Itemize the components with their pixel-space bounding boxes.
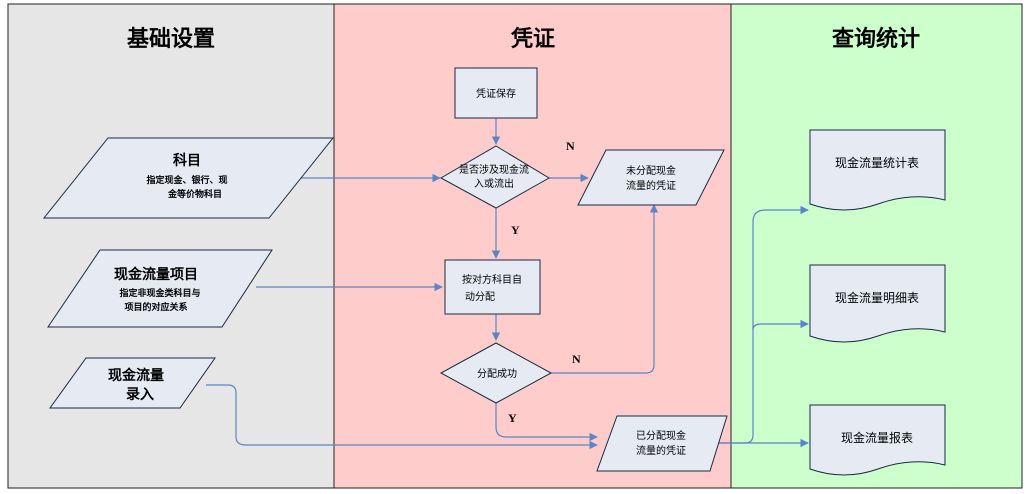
connector-decision2-to-assigned bbox=[495, 403, 598, 442]
lane-title-voucher: 凭证 bbox=[510, 26, 555, 52]
decision-cashflow-involved[interactable]: 是否涉及现金流 入或流出 bbox=[439, 145, 550, 209]
lane-basic-settings bbox=[7, 3, 335, 489]
data-assigned-vouchers[interactable]: 已分配现金 流量的凭证 bbox=[596, 415, 728, 472]
assigned-label-2: 流量的凭证 bbox=[636, 444, 686, 457]
process-auto-assign[interactable]: 按对方科目自 动分配 bbox=[444, 259, 541, 315]
input-cashflow-entry[interactable]: 现金流量 录入 bbox=[49, 357, 216, 409]
input-subject-title: 科目 bbox=[173, 152, 201, 169]
input-subject-desc-2: 金等价物科目 bbox=[167, 188, 222, 200]
process-auto-label-2: 动分配 bbox=[465, 291, 495, 303]
connector-decision2-to-unassigned bbox=[551, 204, 659, 374]
flow-label-n1: N bbox=[566, 139, 575, 153]
input-project-desc-1: 指定非现金类科目与 bbox=[119, 287, 200, 299]
lane-title-basic: 基础设置 bbox=[127, 27, 215, 52]
data-unassigned-vouchers[interactable]: 未分配现金 流量的凭证 bbox=[577, 149, 725, 206]
input-entry-line-1: 现金流量 bbox=[108, 367, 164, 384]
unassigned-label-1: 未分配现金 bbox=[626, 164, 676, 177]
decision2-label: 分配成功 bbox=[477, 368, 517, 380]
connector-entry-to-assigned bbox=[206, 384, 598, 450]
input-subject-desc-1: 指定现金、银行、现 bbox=[146, 174, 227, 186]
decision1-label-2: 入或流出 bbox=[474, 177, 514, 190]
report-cashflow-report[interactable]: 现金流量报表 bbox=[809, 404, 946, 476]
flow-label-y1: Y bbox=[511, 223, 520, 237]
flow-label-n2: N bbox=[572, 352, 581, 366]
connector-assigned-to-detail bbox=[752, 319, 809, 331]
input-project-desc-2: 项目的对应关系 bbox=[124, 301, 187, 313]
process-voucher-save[interactable]: 凭证保存 bbox=[454, 67, 538, 119]
decision1-label-1: 是否涉及现金流 bbox=[459, 163, 529, 176]
report-cashflow-detail[interactable]: 现金流量明细表 bbox=[809, 264, 946, 343]
lane-title-query: 查询统计 bbox=[832, 26, 920, 52]
input-project-title: 现金流量项目 bbox=[114, 266, 198, 283]
report-cashflow-stats[interactable]: 现金流量统计表 bbox=[809, 129, 946, 211]
input-entry-line-2: 录入 bbox=[126, 387, 154, 403]
process-voucher-save-label: 凭证保存 bbox=[476, 87, 516, 100]
input-subject[interactable]: 科目 指定现金、银行、现 金等价物科目 bbox=[42, 137, 335, 219]
assigned-label-1: 已分配现金 bbox=[636, 429, 686, 442]
process-auto-label-1: 按对方科目自 bbox=[462, 273, 522, 286]
unassigned-label-2: 流量的凭证 bbox=[626, 179, 676, 192]
flow-label-y2: Y bbox=[508, 411, 517, 425]
report-detail-label: 现金流量明细表 bbox=[835, 290, 919, 305]
report-stats-label: 现金流量统计表 bbox=[835, 155, 919, 170]
input-cashflow-project[interactable]: 现金流量项目 指定非现金类科目与 项目的对应关系 bbox=[47, 249, 273, 328]
decision-assign-success[interactable]: 分配成功 bbox=[439, 342, 553, 404]
report-report-label: 现金流量报表 bbox=[841, 430, 913, 445]
